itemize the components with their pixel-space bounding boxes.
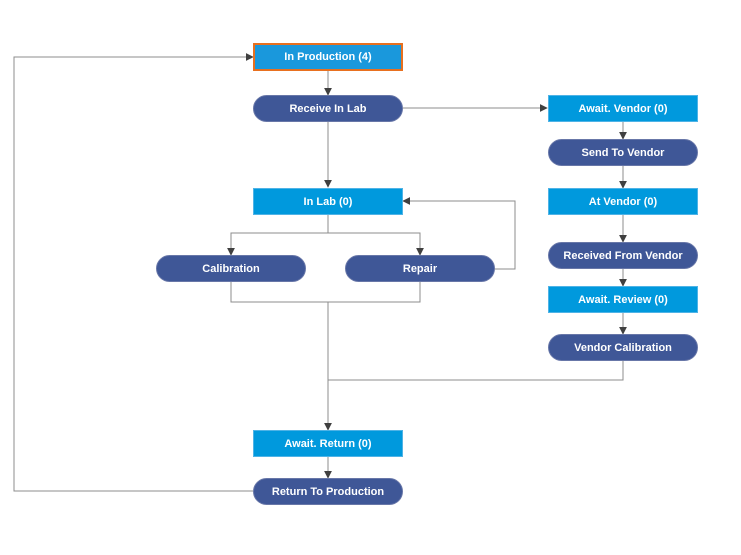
connector-repair-loop-to-inlab [402,197,516,270]
state-at-vendor[interactable]: At Vendor (0) [548,188,698,215]
state-await-review[interactable]: Await. Review (0) [548,286,698,313]
state-in-lab[interactable]: In Lab (0) [253,188,403,215]
state-await-return[interactable]: Await. Return (0) [253,430,403,457]
connector-inlab-to-repair [328,232,424,256]
action-received-from-vendor[interactable]: Received From Vendor [548,242,698,269]
connector-calibration-merge [230,282,421,303]
state-await-vendor[interactable]: Await. Vendor (0) [548,95,698,122]
action-return-to-production[interactable]: Return To Production [253,478,403,505]
action-repair[interactable]: Repair [345,255,495,282]
action-send-to-vendor[interactable]: Send To Vendor [548,139,698,166]
connector-return-loop-to-production [13,53,254,492]
connector-vendor-cal-to-await-return [328,361,624,381]
connector-inlab-to-calibration [227,215,329,256]
action-calibration[interactable]: Calibration [156,255,306,282]
action-receive-in-lab[interactable]: Receive In Lab [253,95,403,122]
action-vendor-calibration[interactable]: Vendor Calibration [548,334,698,361]
state-in-production[interactable]: In Production (4) [253,43,403,71]
